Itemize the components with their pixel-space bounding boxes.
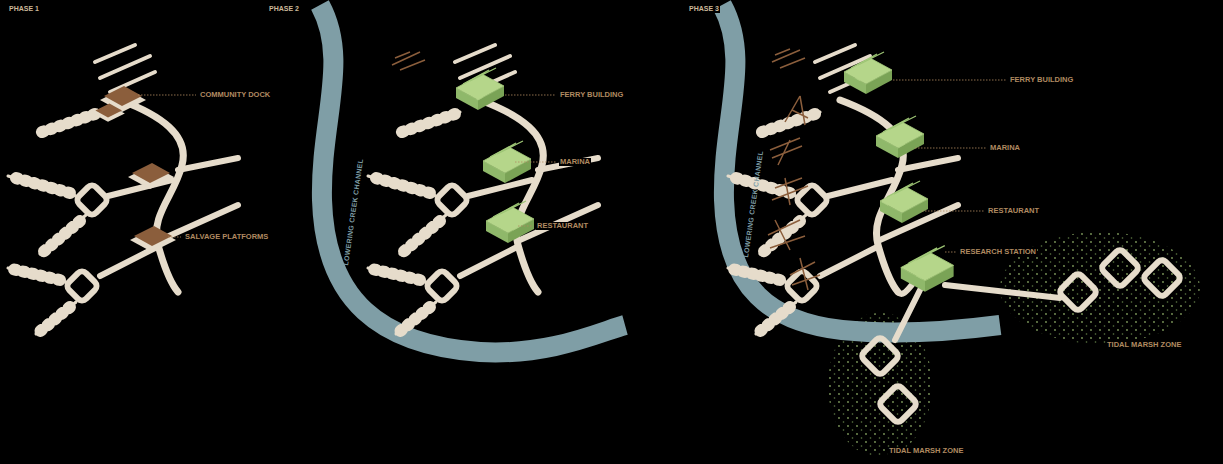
channel-label: LOWERING CREEK CHANNEL	[342, 157, 365, 267]
callout-label: MARINA	[989, 144, 1021, 152]
phase-title: PHASE 3	[688, 5, 720, 13]
callout-label: SALVAGE PLATFORMS	[184, 233, 269, 241]
callout-label: RESTAURANT	[536, 222, 589, 230]
phase-title: PHASE 2	[268, 5, 300, 13]
callout-label: COMMUNITY DOCK	[199, 91, 271, 99]
callout-label: FERRY BUILDING	[559, 91, 624, 99]
phase-title: PHASE 1	[8, 5, 40, 13]
callout-label: RESEARCH STATION	[959, 248, 1037, 256]
callout-label: TIDAL MARSH ZONE	[888, 447, 964, 455]
channel-label: LOWERING CREEK CHANNEL	[742, 149, 765, 259]
callout-label: FERRY BUILDING	[1009, 76, 1074, 84]
callout-label: MARINA	[559, 158, 591, 166]
callout-label: TIDAL MARSH ZONE	[1106, 341, 1182, 349]
callout-label: RESTAURANT	[987, 207, 1040, 215]
